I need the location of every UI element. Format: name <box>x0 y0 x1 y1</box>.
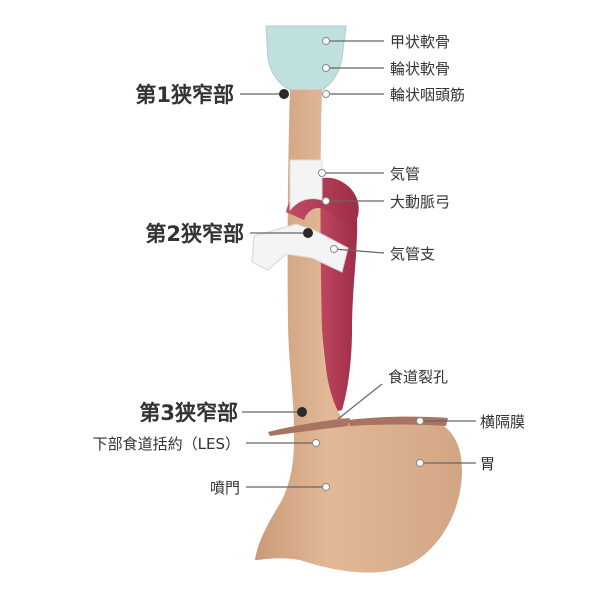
diaphragm-label: 横隔膜 <box>480 413 525 431</box>
aortic-arch-label: 大動脈弓 <box>390 193 450 211</box>
bronchus-label: 気管支 <box>390 245 435 263</box>
first-constriction-label: 第1狭窄部 <box>135 83 234 107</box>
hiatus-label: 食道裂孔 <box>388 368 448 386</box>
leader-lines <box>240 40 476 488</box>
trachea-label: 気管 <box>390 165 420 183</box>
thyroid-cartilage-shape <box>265 25 347 91</box>
les-label: 下部食道括約（LES） <box>93 435 240 453</box>
third-constriction-label: 第3狭窄部 <box>139 401 238 425</box>
third-constriction-marker <box>297 407 307 417</box>
second-constriction-label: 第2狭窄部 <box>145 222 244 246</box>
first-constriction-marker <box>279 89 289 99</box>
cardia-label: 噴門 <box>210 479 240 497</box>
constriction-markers <box>279 89 313 417</box>
thyroid-cartilage-label: 甲状軟骨 <box>390 33 450 51</box>
esophagus-shape <box>255 90 462 573</box>
cricoid-cartilage-label: 輪状軟骨 <box>390 60 450 78</box>
label-dots <box>312 37 424 491</box>
stomach-label: 胃 <box>480 455 495 473</box>
diaphragm-shape <box>268 418 350 436</box>
trachea-shape <box>289 159 323 212</box>
bronchus-shape <box>251 223 349 273</box>
cricopharyngeus-label: 輪状咽頭筋 <box>390 86 465 104</box>
second-constriction-marker <box>303 228 313 238</box>
